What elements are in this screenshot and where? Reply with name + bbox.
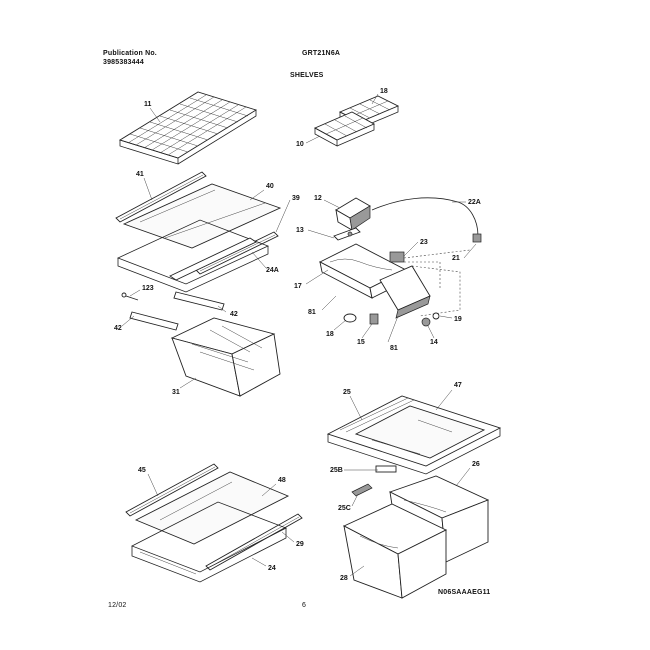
shelf-frame-24 xyxy=(131,501,287,583)
dashed-connection xyxy=(403,249,471,317)
model-number: GRT21N6A xyxy=(302,50,341,57)
callout-39: 39 xyxy=(292,195,300,202)
callout-42-lower: 42 xyxy=(114,325,122,332)
section-title: SHELVES xyxy=(290,72,324,79)
glass-shelf-40 xyxy=(122,183,282,249)
clip-15 xyxy=(369,313,379,325)
callout-11: 11 xyxy=(144,101,152,108)
part-19 xyxy=(432,312,440,320)
callout-29: 29 xyxy=(296,541,304,548)
callout-81-right: 81 xyxy=(390,345,398,352)
callout-81-left: 81 xyxy=(308,309,316,316)
callout-31: 31 xyxy=(172,389,180,396)
ice-tray-10 xyxy=(313,111,376,147)
thermostat-23 xyxy=(389,251,405,263)
callout-18-fill-cup: 18 xyxy=(326,331,334,338)
part-14 xyxy=(421,317,431,327)
shelf-trim-45 xyxy=(125,463,219,517)
footer-page-number: 6 xyxy=(302,602,307,609)
drawing-code: N06SAAAEG11 xyxy=(438,589,491,596)
callout-26: 26 xyxy=(472,461,480,468)
publication-number: 3985383444 xyxy=(103,59,144,66)
support-rail-42-upper xyxy=(173,291,225,311)
callout-19: 19 xyxy=(454,316,462,323)
screw-123 xyxy=(121,292,139,301)
callout-22A: 22A xyxy=(468,199,481,206)
bracket-13 xyxy=(333,227,361,241)
support-rail-42-lower xyxy=(129,311,179,331)
callout-24: 24 xyxy=(268,565,276,572)
callout-42-upper: 42 xyxy=(230,311,238,318)
wire-harness-22A xyxy=(371,197,482,243)
callout-18: 18 xyxy=(380,88,388,95)
callout-10: 10 xyxy=(296,141,304,148)
callout-13: 13 xyxy=(296,227,304,234)
callout-24A: 24A xyxy=(266,267,279,274)
callout-12: 12 xyxy=(314,195,322,202)
publication-label: Publication No. xyxy=(103,50,157,57)
shelf-frame-24A xyxy=(116,219,270,293)
callout-25B: 25B xyxy=(330,467,343,474)
callout-17: 17 xyxy=(294,283,302,290)
callout-47: 47 xyxy=(454,382,462,389)
shelf-rail-29 xyxy=(205,513,303,571)
callout-25: 25 xyxy=(343,389,351,396)
callout-labels: 11 18 10 41 40 39 12 22A 13 23 21 24A 17… xyxy=(114,88,481,582)
callout-15: 15 xyxy=(357,339,365,346)
crisper-cover-glass-47 xyxy=(354,405,486,459)
ice-maker-17 xyxy=(319,243,431,319)
crisper-pan-28 xyxy=(342,503,448,599)
slide-25B xyxy=(375,465,397,473)
fill-cup-18 xyxy=(343,313,357,323)
leader-lines xyxy=(121,93,477,577)
callout-28: 28 xyxy=(340,575,348,582)
control-housing-12 xyxy=(335,197,371,231)
footer-date: 12/02 xyxy=(108,602,127,609)
wire-shelf-11 xyxy=(118,91,258,165)
crisper-drawer-31 xyxy=(170,317,281,397)
callout-23: 23 xyxy=(420,239,428,246)
callout-14: 14 xyxy=(430,339,438,346)
callout-21: 21 xyxy=(452,255,460,262)
callout-40: 40 xyxy=(266,183,274,190)
slide-25C xyxy=(351,483,373,497)
callout-25C: 25C xyxy=(338,505,351,512)
callout-41: 41 xyxy=(136,171,144,178)
callout-45: 45 xyxy=(138,467,146,474)
callout-123: 123 xyxy=(142,285,154,292)
shelf-trim-41 xyxy=(115,171,207,223)
glass-shelf-48 xyxy=(134,471,290,545)
callout-48: 48 xyxy=(278,477,286,484)
